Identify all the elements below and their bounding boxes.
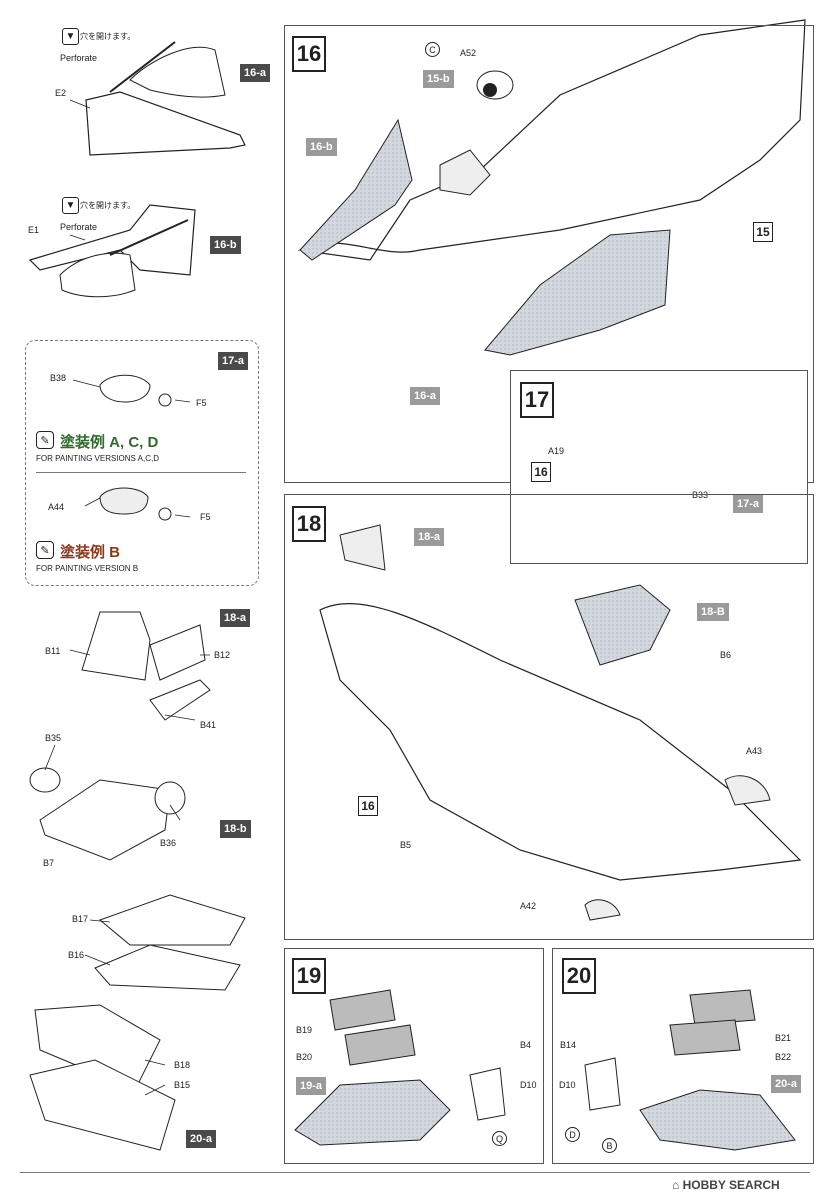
tag-19-a: 19-a [296, 1077, 327, 1095]
tag-18-a: 18-a [220, 609, 251, 627]
step-20-panel [552, 948, 814, 1164]
ref-box-16: 16 [531, 462, 551, 482]
painting-title-b: 塗装例 B [60, 544, 121, 561]
tag-16-a: 16-a [410, 387, 441, 405]
tag-20-a: 20-a [186, 1130, 217, 1148]
ref-box-16: 16 [358, 796, 378, 816]
step-number: 17 [520, 382, 554, 418]
part-label-b14: B14 [560, 1040, 577, 1050]
divider [36, 472, 246, 473]
hobby-search-icon: ⌂ [672, 1178, 683, 1192]
footer-rule [20, 1172, 810, 1173]
part-label-a43: A43 [746, 746, 763, 756]
step-number: 18 [292, 506, 326, 542]
drill-instruction-jp: 穴を開けます。 [80, 201, 136, 210]
part-label-b4: B4 [520, 1040, 532, 1050]
part-label-a52: A52 [460, 48, 477, 58]
watermark-logo: ⌂ HOBBY SEARCH [672, 1178, 780, 1192]
step-18-panel [284, 494, 814, 940]
part-label-b41: B41 [200, 720, 217, 730]
tag-16-b: 16-b [306, 138, 337, 156]
ref-box-15: 15 [753, 222, 773, 242]
callout-q: Q [492, 1131, 507, 1146]
tag-18-b: 18-b [220, 820, 251, 838]
part-label-b35: B35 [45, 733, 62, 743]
part-label-b17: B17 [72, 914, 89, 924]
part-label-f5: F5 [196, 398, 207, 408]
callout-b: B [602, 1138, 617, 1153]
part-label-b19: B19 [296, 1025, 313, 1035]
step-number: 20 [562, 958, 596, 994]
tag-15-b: 15-b [423, 70, 454, 88]
callout-c: C [425, 42, 440, 57]
part-label-b38: B38 [50, 373, 67, 383]
paint-brush-icon: ✎ [36, 541, 54, 559]
part-label-b18: B18 [174, 1060, 191, 1070]
drill-icon: ▼ [62, 197, 79, 214]
part-label-a19: A19 [548, 446, 565, 456]
drill-instruction-en: Perforate [60, 222, 98, 232]
tag-17-a: 17-a [733, 495, 764, 513]
part-label-e1: E1 [28, 225, 40, 235]
part-label-b5: B5 [400, 840, 412, 850]
part-label-a42: A42 [520, 901, 537, 911]
step-19-panel [284, 948, 544, 1164]
painting-variant-panel [25, 340, 259, 586]
paint-brush-icon: ✎ [36, 431, 54, 449]
part-label-b15: B15 [174, 1080, 191, 1090]
drill-instruction-jp: 穴を開けます。 [80, 32, 136, 41]
painting-subtitle-acd: FOR PAINTING VERSIONS A,C,D [36, 454, 159, 463]
part-label-e2: E2 [55, 88, 67, 98]
part-label-a44: A44 [48, 502, 65, 512]
painting-subtitle-b: FOR PAINTING VERSION B [36, 564, 139, 573]
drill-icon: ▼ [62, 28, 79, 45]
painting-title-acd: 塗装例 A, C, D [60, 434, 159, 451]
part-label-b7: B7 [43, 858, 55, 868]
part-label-b36: B36 [160, 838, 177, 848]
part-label-d10: D10 [559, 1080, 576, 1090]
part-label-b11: B11 [45, 646, 61, 656]
part-label-b21: B21 [775, 1033, 792, 1043]
part-label-b12: B12 [214, 650, 231, 660]
tag-20-a: 20-a [771, 1075, 802, 1093]
part-label-b20: B20 [296, 1052, 313, 1062]
watermark-text: HOBBY SEARCH [682, 1178, 780, 1192]
step-number: 16 [292, 36, 326, 72]
part-label-f5: F5 [200, 512, 211, 522]
drill-instruction-en: Perforate [60, 53, 98, 63]
step-17-panel [510, 370, 808, 564]
part-label-b6: B6 [720, 650, 732, 660]
part-label-b16: B16 [68, 950, 85, 960]
tag-17-a: 17-a [218, 352, 249, 370]
tag-16-b: 16-b [210, 236, 241, 254]
callout-d: D [565, 1127, 580, 1142]
part-label-b22: B22 [775, 1052, 792, 1062]
part-label-d10: D10 [520, 1080, 537, 1090]
part-label-b33: B33 [692, 490, 709, 500]
tag-18-b: 18-B [697, 603, 729, 621]
tag-18-a: 18-a [414, 528, 445, 546]
tag-16-a: 16-a [240, 64, 271, 82]
step-number: 19 [292, 958, 326, 994]
